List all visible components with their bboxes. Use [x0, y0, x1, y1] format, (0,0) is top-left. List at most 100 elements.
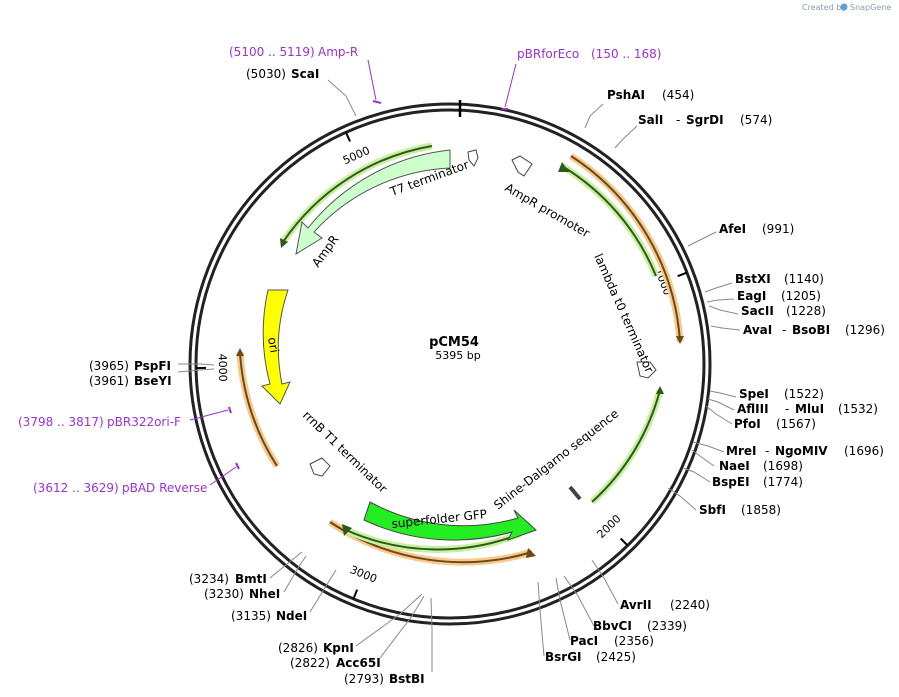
orf-line-top-left	[282, 145, 433, 243]
enzyme-pos-bstxi: (1140)	[784, 272, 824, 286]
orf-glow-right-lower	[589, 389, 664, 505]
orf-line-right-lower	[591, 389, 661, 503]
orf-line-bottom-green	[345, 529, 521, 551]
tick-label-4000: 4000	[216, 354, 229, 382]
enzyme-name-avai: AvaI	[743, 323, 772, 337]
orf-arrowhead-right-green	[558, 162, 569, 172]
enzyme-pos-sacii: (1228)	[786, 304, 826, 318]
leader-bstbi	[430, 597, 433, 672]
feature-label-rrnb-t1-terminator: rrnB T1 terminator	[300, 408, 390, 496]
enzyme-pos-kpni: (2826)	[278, 641, 318, 655]
enzyme-name-sacii: SacII	[741, 304, 774, 318]
enzyme-name-acc65i: Acc65I	[336, 656, 381, 670]
enzyme-pos-bbvci: (2339)	[647, 619, 687, 633]
leader-sali	[614, 125, 638, 149]
orf-arrowhead-bottom-green	[342, 524, 352, 536]
features	[261, 149, 657, 541]
t7-terminator-feature	[467, 149, 479, 167]
enzyme-pos-sali: (574)	[740, 113, 772, 127]
enzyme-name-sgrdi: SgrDI	[686, 113, 724, 127]
enzyme-pos-ndei: (3135)	[231, 609, 271, 623]
enzyme-name-ndei: NdeI	[276, 609, 307, 623]
leader-nhei	[283, 555, 307, 593]
enzyme-name-eagi: EagI	[737, 289, 766, 303]
primer-labels: (5100 .. 5119) Amp-R pBRforEco (150 .. 1…	[18, 45, 661, 495]
leader-mrei	[692, 441, 725, 453]
enzyme-pos-afei: (991)	[762, 222, 794, 236]
primer-leader-pbr322ori-f	[189, 409, 229, 421]
orf-arrowhead-top-left	[280, 238, 288, 248]
enzyme-leaders	[177, 79, 741, 672]
rrnb-t1-terminator-feature	[309, 457, 331, 477]
enzyme-pos-spei: (1522)	[784, 387, 824, 401]
leader-pshai	[584, 103, 604, 129]
primer-mark-pbad-reverse	[235, 462, 240, 470]
feature-label-ori: ori	[265, 336, 281, 354]
primer-name-amp-r: Amp-R	[318, 45, 358, 59]
enzyme-name-bsobi: BsoBI	[792, 323, 830, 337]
tick-mark-2000	[619, 537, 629, 547]
orf-line-left	[239, 351, 278, 467]
lambda-t0-terminator-feature	[636, 361, 657, 379]
enzyme-pos-scai: (5030)	[246, 67, 286, 81]
enzyme-labels: PshAI (454) SalI - SgrDI (574) AfeI (991…	[89, 67, 885, 686]
enzyme-pos-afliii: (1532)	[838, 402, 878, 416]
primer-range-pbr322ori-f: (3798 .. 3817)	[18, 415, 104, 429]
primer-range-amp-r: (5100 .. 5119)	[229, 45, 315, 59]
primer-name-pbr322ori-f: pBR322ori-F	[107, 415, 181, 429]
leader-bmti	[269, 551, 303, 579]
enzyme-name-pspfi: PspFI	[134, 359, 171, 373]
primer-name-pbad-reverse: pBAD Reverse	[122, 481, 207, 495]
enzyme-name-afei: AfeI	[719, 222, 746, 236]
leader-spei	[709, 390, 737, 398]
leader-sacii	[708, 305, 739, 315]
snapgene-logo-icon	[840, 3, 848, 11]
leader-ndei	[309, 569, 337, 613]
orf-arrowhead-right-upper	[676, 336, 684, 344]
enzyme-name-mrei: MreI	[726, 444, 756, 458]
enzyme-pos-bstbi: (2793)	[344, 672, 384, 686]
leader-pspfi	[178, 363, 215, 366]
enzyme-pos-pshai: (454)	[662, 88, 694, 102]
enzyme-pos-nhei: (3230)	[204, 587, 244, 601]
tick-mark-3000	[352, 589, 359, 600]
primer-leader-pbad-reverse	[209, 466, 237, 486]
primer-name-pbrforeco: pBRforEco	[517, 47, 579, 61]
primer-marks	[189, 59, 517, 486]
enzyme-pos-bmti: (3234)	[189, 572, 229, 586]
enzyme-name-naei: NaeI	[719, 459, 750, 473]
enzyme-name-sali: SalI	[638, 113, 663, 127]
leader-avrii	[591, 559, 619, 605]
leader-kpni	[355, 593, 423, 647]
enzyme-pos-sbfi: (1858)	[741, 503, 781, 517]
enzyme-name-bseyi: BseYI	[134, 374, 172, 388]
leader-pfoi	[705, 405, 733, 425]
leader-bseyi	[177, 368, 215, 373]
shine-dalgarno-feature	[568, 485, 582, 501]
enzyme-name-nhei: NheI	[249, 587, 280, 601]
primer-leader-amp-r	[367, 59, 377, 101]
ampr-feature-arrow	[295, 149, 451, 256]
enzyme-name-bsrgi: BsrGI	[545, 650, 582, 664]
enzyme-name-bmti: BmtI	[235, 572, 267, 586]
enzyme-dash-avai: -	[782, 323, 786, 337]
enzyme-name-pfoi: PfoI	[734, 417, 761, 431]
enzyme-name-sbfi: SbfI	[699, 503, 726, 517]
enzyme-pos-mrei: (1696)	[844, 444, 884, 458]
plasmid-name: pCM54	[429, 335, 479, 350]
orf-line-right-upper	[570, 155, 681, 343]
tick-label-2000: 2000	[595, 512, 624, 541]
primer-mark-amp-r	[372, 100, 382, 104]
enzyme-pos-pspfi: (3965)	[89, 359, 129, 373]
enzyme-name-mlui: MluI	[795, 402, 824, 416]
ampr-promoter-feature	[511, 155, 533, 177]
enzyme-pos-bseyi: (3961)	[89, 374, 129, 388]
tick-label-3000: 3000	[348, 563, 379, 586]
enzyme-pos-pfoi: (1567)	[776, 417, 816, 431]
primer-mark-pbr322ori-f	[228, 406, 232, 414]
primer-leader-pbrforeco	[504, 63, 517, 108]
leader-afei	[687, 231, 717, 247]
enzyme-name-bspei: BspEI	[712, 475, 750, 489]
leader-bstxi	[704, 282, 733, 293]
